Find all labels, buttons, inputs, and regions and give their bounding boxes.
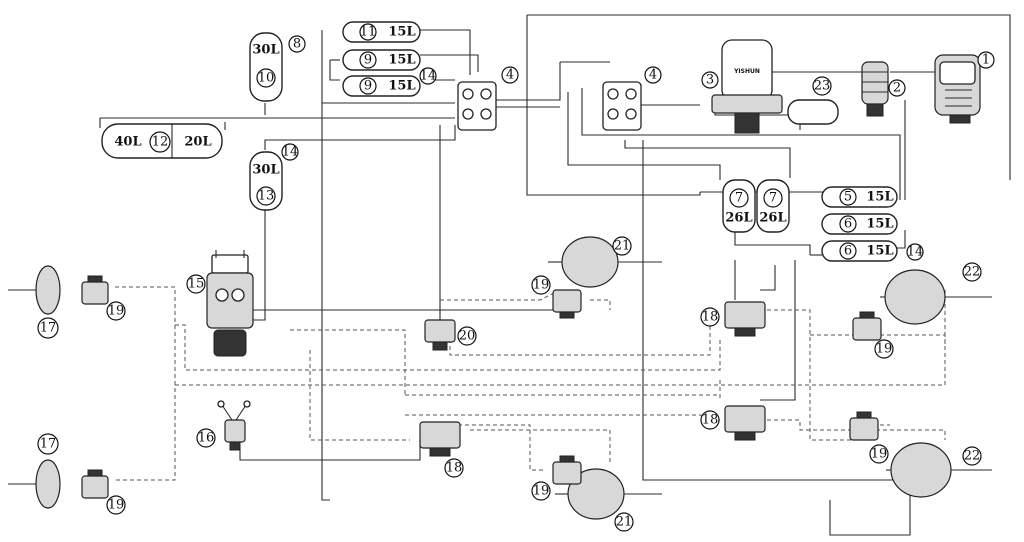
front-brake-chamber-lower: 17 [8,433,61,509]
svg-text:30L: 30L [252,43,279,58]
abs-valve-19-left-lower: 19 [81,469,126,515]
callout-14-top: 14 [419,67,437,85]
svg-text:14: 14 [907,245,924,260]
svg-text:23: 23 [814,79,831,94]
svg-text:19: 19 [533,278,550,293]
tank-6-lower: 6 15L [821,240,898,262]
air-dryer: YISHUN 3 [701,39,783,134]
svg-text:7: 7 [735,191,743,206]
svg-text:12: 12 [152,135,169,150]
svg-text:17: 17 [40,437,57,452]
svg-text:2: 2 [893,81,901,96]
svg-text:5: 5 [844,190,852,205]
svg-text:11: 11 [360,25,377,40]
tank-6-upper: 6 15L [821,213,898,235]
svg-text:4: 4 [506,68,514,83]
tank-9-lower: 9 15L [342,75,421,97]
svg-text:21: 21 [614,239,631,254]
abs-valve-19-middle-upper: 19 [531,275,582,319]
svg-text:19: 19 [876,342,893,357]
svg-text:21: 21 [616,515,633,530]
svg-text:17: 17 [40,321,57,336]
pipe-network-dashed [40,286,946,481]
tank-13: 30L 13 [249,151,283,211]
svg-text:15L: 15L [866,217,893,232]
svg-text:7: 7 [769,191,777,206]
svg-text:9: 9 [364,53,372,68]
foot-brake-valve: 15 [186,250,254,357]
svg-text:15L: 15L [388,25,415,40]
pipe-network-solid [99,14,1011,536]
svg-text:18: 18 [702,413,719,428]
tank-7-left: 7 26L [722,179,756,233]
relay-valve-18-lower-left: 18 [419,421,464,478]
svg-text:15L: 15L [866,190,893,205]
tank-5: 5 15L [821,186,898,208]
svg-text:15L: 15L [388,79,415,94]
pressure-regulator: 2 [861,61,906,117]
svg-text:18: 18 [702,310,719,325]
svg-text:8: 8 [293,37,301,52]
svg-text:22: 22 [964,265,981,280]
four-circuit-protection-valve-left: 4 [457,66,519,131]
spring-brake-chamber-21-lower: 21 [555,468,662,532]
svg-text:30L: 30L [252,163,279,178]
abs-valve-19-right-upper: 19 [852,311,894,359]
svg-text:19: 19 [871,447,888,462]
front-brake-chamber-upper: 17 [8,265,61,339]
svg-text:16: 16 [198,431,215,446]
spring-brake-chamber-22-lower: 22 [886,442,992,498]
tank-10: 30L 10 [249,32,283,102]
svg-text:19: 19 [533,484,550,499]
abs-valve-19-right-lower: 19 [849,411,889,464]
tank-7-right: 7 26L [756,179,790,233]
four-circuit-protection-valve-right: 4 [602,66,662,131]
svg-text:15L: 15L [866,244,893,259]
abs-valve-19-left-upper: 19 [81,275,126,321]
tank-23: 23 [787,76,839,130]
callout-8: 8 [288,35,306,53]
callout-14-mid: 14 [281,143,299,161]
svg-text:13: 13 [258,189,275,204]
svg-text:14: 14 [420,69,437,84]
svg-text:26L: 26L [759,211,786,226]
abs-valve-19-middle-lower: 19 [531,455,582,501]
svg-text:20L: 20L [184,135,211,150]
svg-text:20: 20 [459,329,476,344]
callout-14-right: 14 [906,243,924,261]
svg-text:18: 18 [446,461,463,476]
svg-text:4: 4 [649,68,657,83]
svg-text:19: 19 [108,304,125,319]
relay-valve-20: 20 [424,319,477,351]
tank-9-upper: 9 15L [342,49,421,71]
air-compressor: 1 [934,51,995,124]
svg-text:22: 22 [964,449,981,464]
svg-text:19: 19 [108,498,125,513]
svg-text:14: 14 [282,145,299,160]
svg-text:40L: 40L [114,135,141,150]
spring-brake-chamber-22-upper: 22 [880,262,992,325]
relay-valve-18-right-lower: 18 [700,405,766,441]
svg-text:15: 15 [188,277,205,292]
svg-text:26L: 26L [725,211,752,226]
hand-brake-valve: 16 [196,400,251,451]
svg-text:15L: 15L [388,53,415,68]
svg-text:10: 10 [258,71,275,86]
relay-valve-18-right-upper: 18 [700,301,766,337]
svg-text:6: 6 [844,244,852,259]
svg-text:9: 9 [364,79,372,94]
tank-12: 40L 12 20L [101,123,223,159]
svg-text:3: 3 [706,73,714,88]
svg-text:6: 6 [844,217,852,232]
tank-11: 11 15L [342,21,421,43]
spring-brake-chamber-21-upper: 21 [548,236,662,288]
svg-text:1: 1 [982,53,990,68]
svg-text:YISHUN: YISHUN [733,68,760,75]
